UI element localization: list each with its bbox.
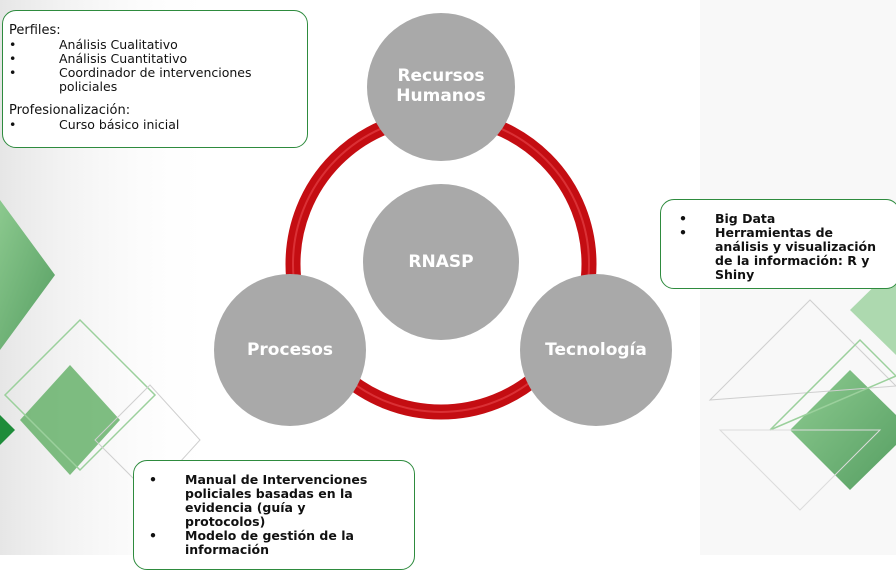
procesos-list: •Manual de Intervenciones policiales bas… (149, 473, 414, 557)
left-green-diamond (0, 200, 55, 350)
procesos-label: Procesos (246, 340, 334, 360)
circle-rnasp (363, 184, 519, 340)
list-item: •Big Data (679, 211, 776, 226)
bullet-icon: • (9, 117, 17, 132)
left-diamond-outline (3, 318, 157, 472)
rnasp-cycle-diagram (214, 13, 672, 426)
bullet-icon: • (9, 37, 17, 52)
recursos-humanos-label: Recursos Humanos (396, 66, 486, 106)
recursos-humanos-box: Perfiles: •Análisis Cualitativo •Análisi… (2, 10, 308, 148)
bullet-icon: • (149, 528, 157, 543)
right-diamond-outline (708, 299, 896, 401)
tecnologia-label: Tecnología (545, 340, 647, 360)
bullet-icon: • (9, 65, 17, 80)
bullet-icon: • (149, 472, 157, 487)
profesionalizacion-list: •Curso básico inicial (9, 118, 307, 132)
list-item: •Análisis Cualitativo (9, 37, 178, 52)
perfiles-title: Perfiles: (9, 23, 61, 38)
procesos-box: •Manual de Intervenciones policiales bas… (133, 460, 415, 570)
tecnologia-list: •Big Data •Herramientas de análisis y vi… (679, 212, 896, 282)
bullet-icon: • (679, 211, 687, 226)
list-item: •Coordinador de intervenciones policiale… (9, 65, 252, 94)
circle-recursos-humanos (367, 13, 515, 161)
bullet-icon: • (679, 225, 687, 240)
list-item: •Manual de Intervenciones policiales bas… (149, 472, 368, 529)
right-diamond-outline-lower (718, 429, 882, 511)
rnasp-label: RNASP (408, 252, 474, 272)
left-green-diamond-small (20, 365, 120, 475)
perfiles-list: •Análisis Cualitativo •Análisis Cuantita… (9, 38, 307, 94)
list-item: •Herramientas de análisis y visualizació… (679, 225, 877, 282)
bullet-icon: • (9, 51, 17, 66)
right-diamond-outline-green (769, 338, 896, 431)
left-diamond-outline-grey (94, 384, 201, 496)
tecnologia-box: •Big Data •Herramientas de análisis y vi… (660, 199, 896, 289)
list-item: •Curso básico inicial (9, 117, 180, 132)
profesionalizacion-title: Profesionalización: (9, 103, 131, 118)
circle-tecnologia (520, 274, 672, 426)
list-item: •Modelo de gestión de la información (149, 528, 354, 557)
left-dark-tip (0, 415, 15, 445)
circle-procesos (214, 274, 366, 426)
list-item: •Análisis Cuantitativo (9, 51, 188, 66)
